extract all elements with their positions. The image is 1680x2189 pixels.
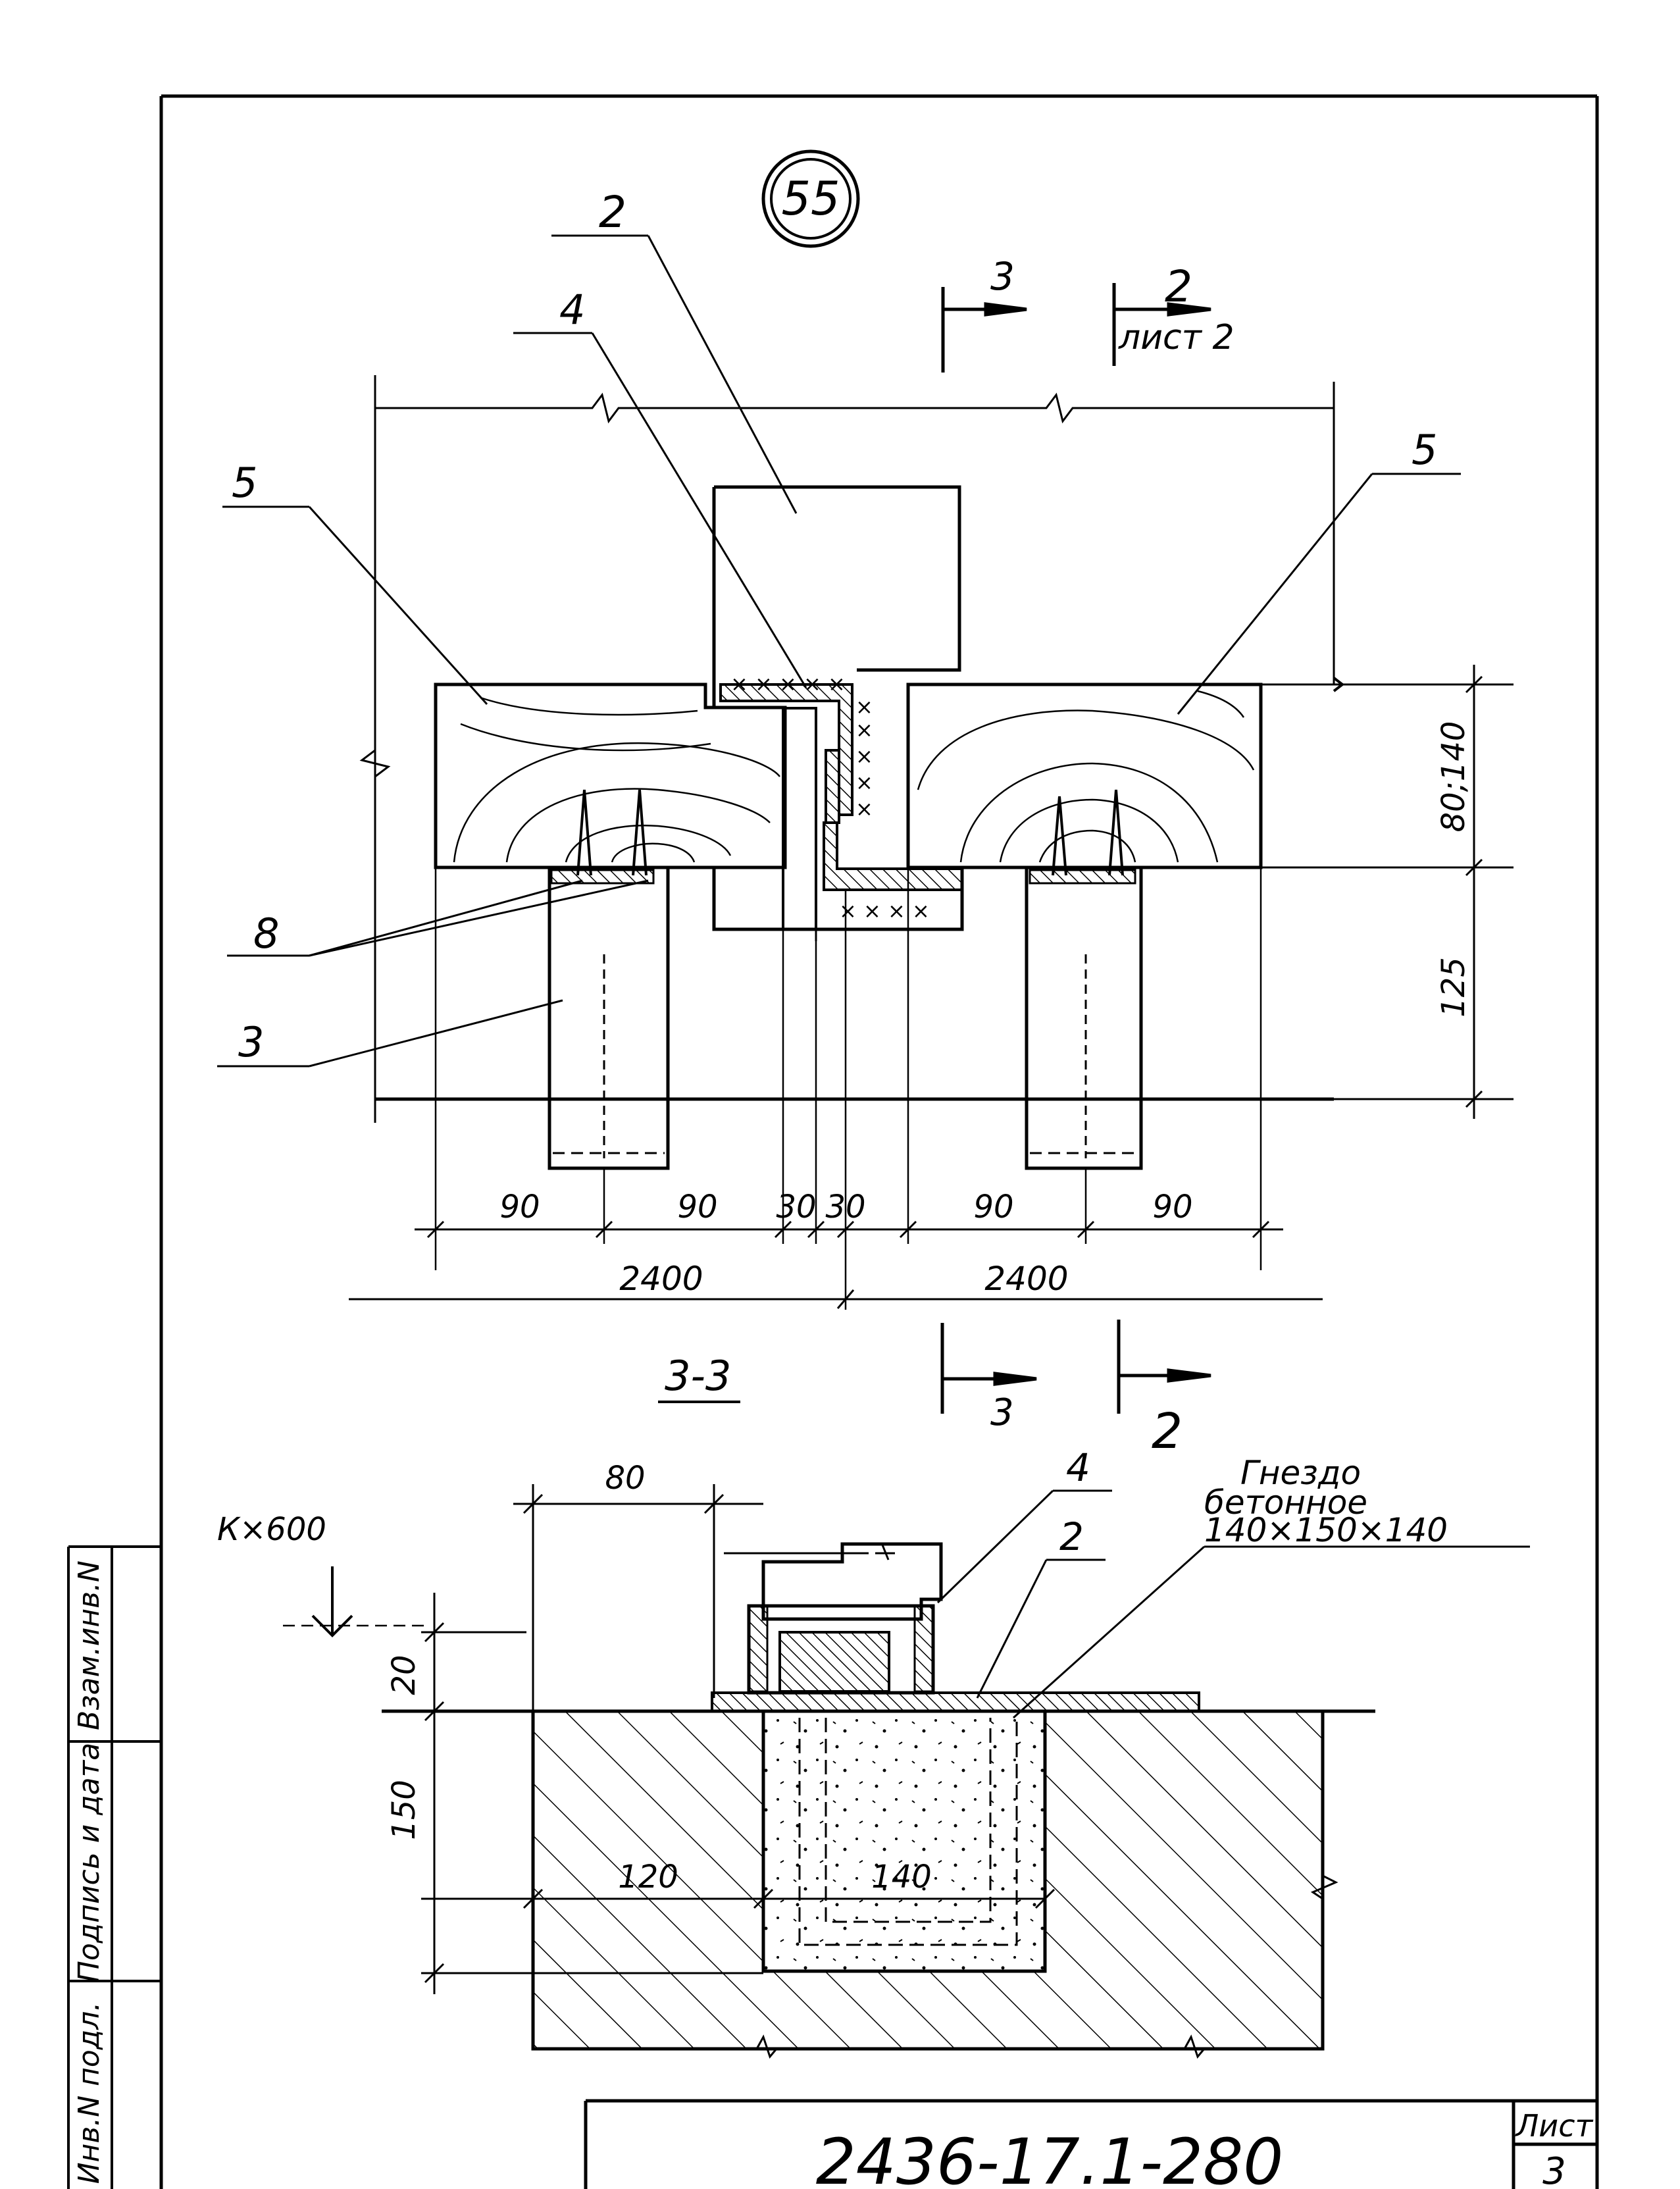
left-post-below: [547, 789, 670, 1170]
section-title: 3-3: [665, 1352, 731, 1400]
socket-note-3: 140×150×140: [1204, 1511, 1448, 1549]
svg-text:×: ×: [855, 694, 873, 719]
right-post-below: [1025, 789, 1143, 1170]
drawing-code: 2436-17.1-280: [816, 2125, 1284, 2189]
callout-pads: 8: [253, 910, 279, 958]
title-block: 2436-17.1-280 Лист 3: [584, 2099, 1597, 2189]
callout-right-beam: 5: [1412, 426, 1437, 474]
svg-text:×: ×: [855, 770, 873, 795]
sheet-label: Лист: [1515, 2108, 1594, 2144]
plan-dim-5: 90: [973, 1189, 1013, 1225]
socket-note-1: Гнездо: [1240, 1454, 1361, 1492]
detail-number-badge: 55: [761, 149, 860, 248]
svg-text:×: ×: [855, 717, 873, 742]
section-mark-2-sheet: лист 2: [1118, 318, 1235, 357]
section-mark-3-lower-number: 3: [990, 1391, 1014, 1434]
plan-span-line: [349, 1289, 1323, 1309]
side-stamp: Инв.N подл. Подпись и дата Взам.инв.N: [67, 1545, 161, 2189]
plan-top-dimension: [374, 375, 1335, 1123]
section-mark-2: [1112, 283, 1211, 366]
section-mark-3-number: 3: [990, 254, 1015, 299]
section-dim-width: 80: [605, 1460, 645, 1497]
plan-dim-6: 90: [1152, 1189, 1192, 1225]
stamp-replaces-inv: Взам.инв.N: [72, 1560, 106, 1730]
section-dim-socket: 140: [871, 1859, 932, 1895]
plan-span-right: 2400: [984, 1260, 1068, 1298]
sheet-frame: [159, 94, 1599, 2189]
callout-gasket: 4: [559, 286, 585, 334]
svg-text:× × × × ×: × × × × ×: [730, 671, 846, 696]
plan-dim-1: 90: [499, 1189, 540, 1225]
level-mark-label: К×600: [217, 1511, 326, 1548]
steel-plate: [719, 683, 963, 941]
section-dim-offset: 20: [386, 1655, 422, 1695]
plan-view: 3 2 лист 2: [217, 187, 1514, 1310]
section-callout-leaders: [936, 1489, 1530, 1719]
plan-dim-right-1: 80;140: [1435, 721, 1472, 833]
section-dim-inner: 120: [618, 1859, 678, 1895]
concrete-socket: [761, 1709, 1047, 1973]
gasket-crosses: × × × × × × × × × × × × × ×: [730, 671, 930, 923]
callout-top-post: 2: [599, 187, 626, 238]
left-break: [359, 749, 391, 778]
section-view: 3-3 3 2 К×600: [217, 1320, 1530, 2059]
detail-number: 55: [781, 172, 840, 226]
plan-span-left: 2400: [619, 1260, 703, 1298]
section-mark-2-lower-number: 2: [1152, 1403, 1183, 1460]
section-callout-gasket: 4: [1066, 1445, 1090, 1490]
plan-dim-2: 90: [677, 1189, 717, 1225]
section-dim-depth: 150: [386, 1780, 422, 1840]
sheet-number: 3: [1542, 2150, 1566, 2189]
stamp-signature-date: Подпись и дата: [72, 1743, 106, 1982]
section-callout-post: 2: [1059, 1514, 1084, 1559]
svg-text:×: ×: [855, 796, 873, 821]
socket-note-2: бетонное: [1204, 1483, 1367, 1522]
section-mark-2-lower: [1117, 1320, 1211, 1414]
right-beam: [906, 682, 1263, 869]
callout-post-below: 3: [238, 1018, 264, 1066]
left-beam: [434, 682, 787, 869]
plan-dim-4: 30: [825, 1189, 865, 1225]
plan-dim-chain: [415, 1220, 1283, 1239]
section-dims: [421, 1484, 1056, 2049]
level-mark: [283, 1566, 428, 1637]
section-mark-2-number: 2: [1165, 261, 1192, 312]
top-post: [712, 485, 964, 931]
plan-dim-3: 30: [776, 1189, 816, 1225]
plan-extension-lines: [434, 867, 1262, 1310]
plan-callout-leaders: [217, 234, 1461, 1068]
svg-text:× × × ×: × × × ×: [839, 898, 930, 923]
base-plate: [711, 1691, 1200, 1713]
section-mark-3: [941, 287, 1027, 373]
section-mark-3-lower: [940, 1323, 1037, 1414]
svg-text:×: ×: [855, 744, 873, 769]
stamp-inventory-no: Инв.N подл.: [72, 2002, 106, 2184]
plan-dim-right-2: 125: [1435, 957, 1472, 1017]
plan-right-dims: [1261, 665, 1514, 1119]
callout-left-beam: 5: [232, 459, 257, 507]
post-section: [724, 1542, 943, 1695]
